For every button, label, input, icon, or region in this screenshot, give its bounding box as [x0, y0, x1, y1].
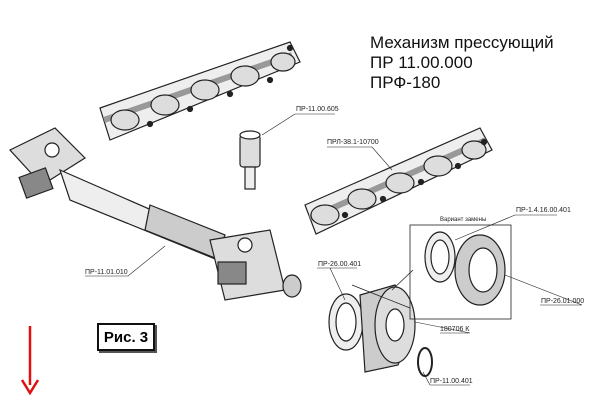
lower-chain-drawing: [304, 127, 493, 235]
down-arrow-icon: [20, 326, 40, 396]
label-bearing: 180706 К: [440, 326, 470, 333]
replacement-variant-box: [391, 224, 512, 320]
label-pin: ПР-11.00.605: [296, 106, 339, 113]
label-alt-ring: ПР-1.4.16.00.401: [516, 207, 571, 214]
label-replacement-variant: Вариант замены: [440, 217, 487, 223]
label-rod: ПР-11.01.010: [85, 269, 128, 276]
title-line-2: ПР 11.00.000: [370, 53, 473, 72]
label-washer: ПР-26.00.401: [318, 261, 362, 268]
label-chain: ПРЛ-38.1-10700: [327, 139, 379, 146]
pin-drawing: [239, 130, 261, 190]
label-circlip: ПР-11.00.401: [430, 378, 473, 385]
title-line-1: Механизм прессующий: [370, 33, 554, 52]
rod-drawing: [9, 127, 302, 301]
leader-lines: [85, 113, 583, 386]
label-alt-roller: ПР-26.01.000: [541, 298, 585, 305]
bearing-drawing: [328, 284, 433, 377]
title-line-3: ПРФ-180: [370, 73, 441, 92]
upper-chain-drawing: [99, 41, 301, 141]
figure-label: Рис. 3: [97, 323, 155, 351]
